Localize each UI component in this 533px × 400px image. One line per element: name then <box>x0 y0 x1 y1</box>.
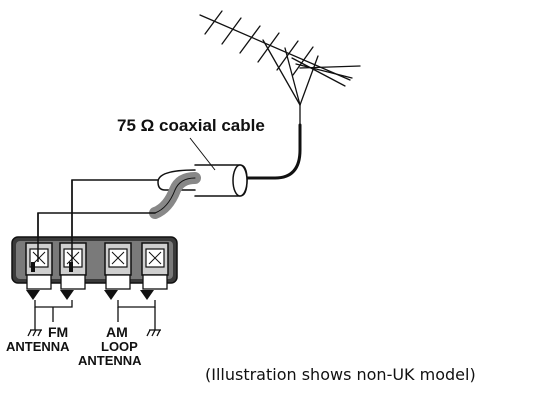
terminal-brackets <box>34 300 156 322</box>
am-label: AM <box>106 324 128 340</box>
cable-label-leader <box>189 137 216 171</box>
am-antenna-label: ANTENNA <box>78 353 142 368</box>
ground-icon <box>146 322 161 337</box>
fm-terminal-1 <box>25 242 53 290</box>
cable-label: 75 Ω coaxial cable <box>117 116 265 135</box>
fm-label: FM <box>48 324 68 340</box>
fm-terminal-2 <box>59 242 87 290</box>
ground-icon <box>27 322 42 337</box>
terminal-block <box>11 236 178 284</box>
am-loop-label: LOOP <box>101 339 138 354</box>
am-terminal-2 <box>141 242 169 290</box>
fm-antenna-label: ANTENNA <box>6 339 70 354</box>
arrow-down-icon <box>26 290 154 300</box>
illustration-caption: (Illustration shows non-UK model) <box>205 365 476 384</box>
fm-antenna-icon <box>199 10 361 126</box>
am-terminal-1 <box>104 242 132 290</box>
